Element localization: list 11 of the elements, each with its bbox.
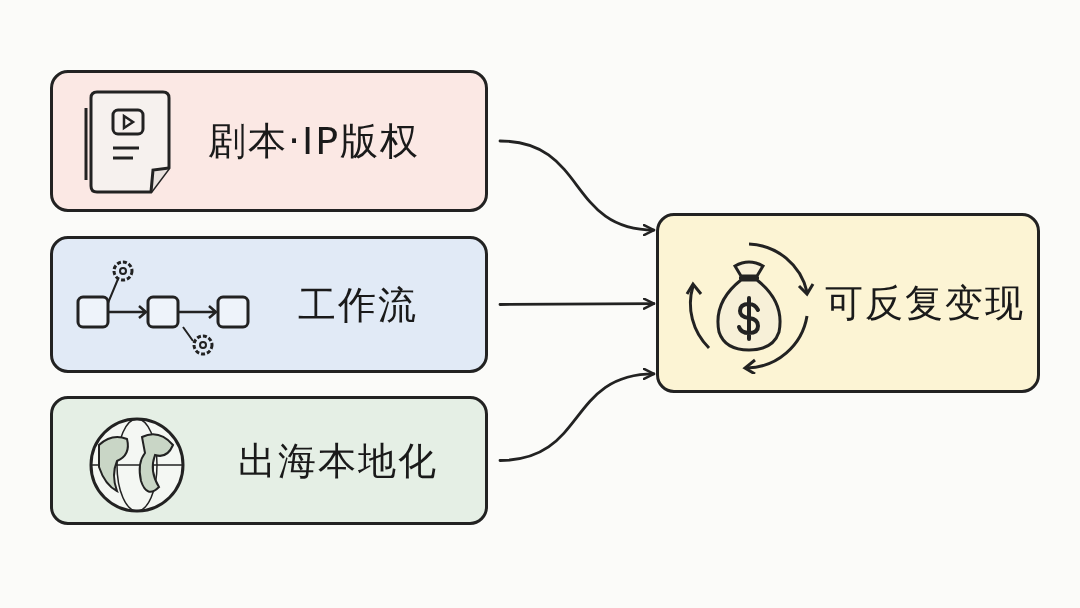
box-label: 剧本·IP版权 xyxy=(208,117,421,165)
source-box xyxy=(50,70,488,212)
arrow xyxy=(498,297,656,310)
result-box xyxy=(656,213,1040,393)
box-label: 工作流 xyxy=(298,281,418,328)
source-box xyxy=(50,236,488,373)
arrow xyxy=(498,139,656,236)
box-label: 出海本地化 xyxy=(238,437,438,484)
source-box xyxy=(50,396,488,525)
arrow xyxy=(498,368,656,462)
box-label: 可反复变现 xyxy=(825,279,1025,327)
